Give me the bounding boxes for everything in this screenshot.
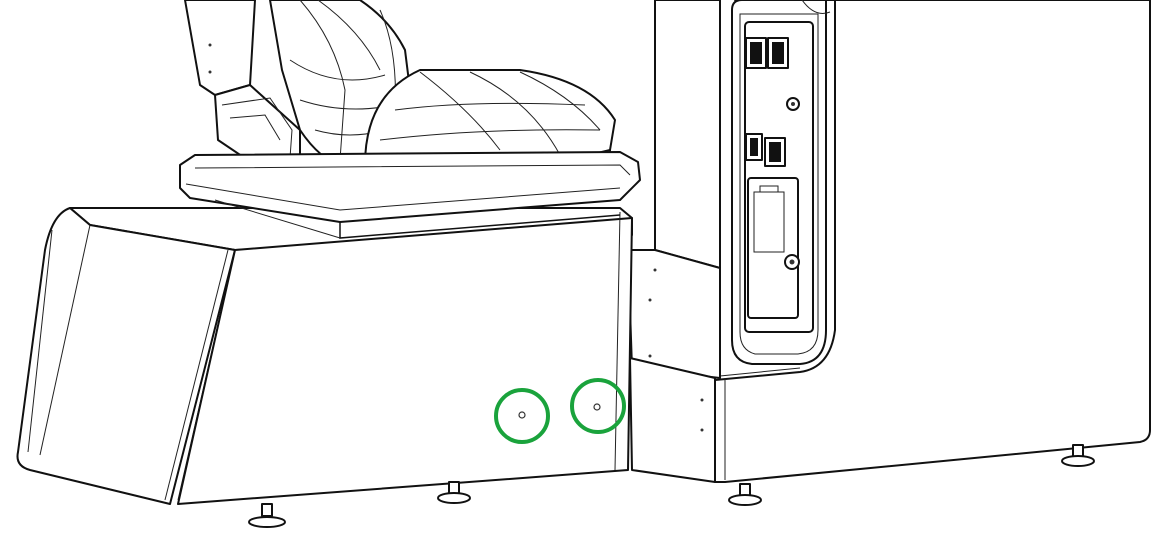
screw-hole-right bbox=[593, 403, 601, 411]
leveling-foot-1 bbox=[248, 503, 286, 528]
seat-base-side-panel bbox=[177, 217, 633, 505]
step-front-block bbox=[629, 357, 716, 483]
leveling-foot-2 bbox=[437, 481, 471, 504]
seat-base-front-panel bbox=[16, 207, 236, 505]
cabinet-inner-wall bbox=[654, 0, 721, 269]
coin-door-assembly bbox=[731, 0, 831, 365]
highlight-circle-left bbox=[494, 388, 550, 444]
highlight-circle-right bbox=[570, 378, 626, 434]
leveling-foot-4 bbox=[1061, 444, 1095, 467]
cash-box-door bbox=[747, 177, 799, 319]
cabinet-step bbox=[627, 249, 721, 483]
screw-hole-left bbox=[518, 411, 526, 419]
seat-back-frame bbox=[184, 0, 256, 96]
seat-tray bbox=[179, 151, 641, 223]
leveling-foot-3 bbox=[728, 483, 762, 506]
step-riser-back bbox=[627, 249, 721, 379]
leveling-feet bbox=[248, 444, 1095, 528]
seat-slide-tray bbox=[179, 151, 641, 239]
seat-base-box bbox=[16, 207, 633, 505]
cabinet-body bbox=[654, 0, 1151, 483]
